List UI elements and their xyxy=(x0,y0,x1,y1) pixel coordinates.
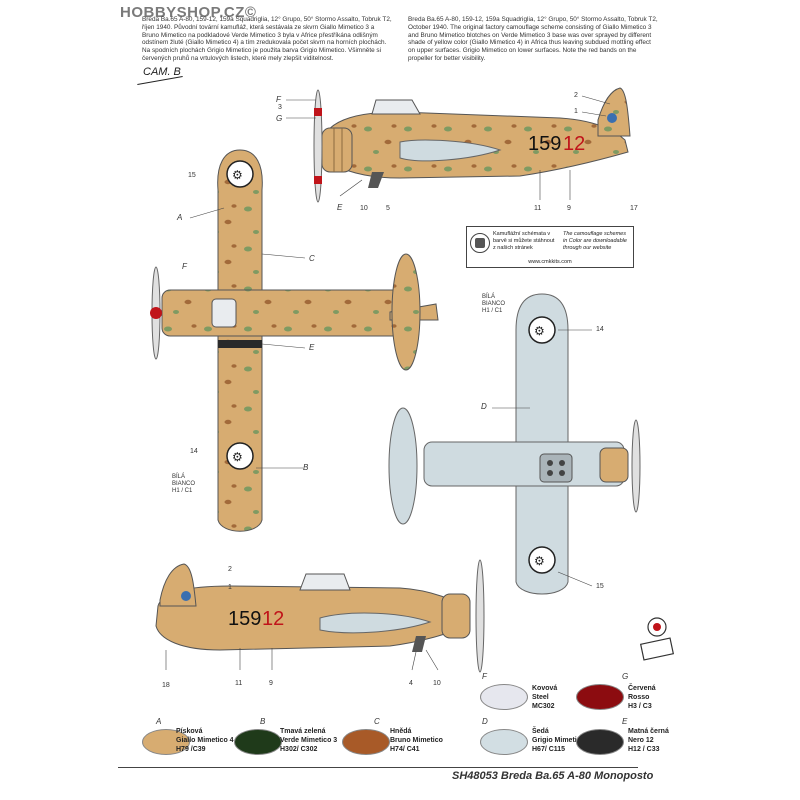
callout-f-upper: F xyxy=(276,95,281,104)
bianco-it-bottom: BIANCO xyxy=(482,301,506,307)
swatch-color xyxy=(234,729,282,755)
swatch-letter: C xyxy=(374,717,380,726)
callout-11-upper: 11 xyxy=(534,205,542,212)
callout-lines xyxy=(165,95,611,671)
callout-a-top: A xyxy=(177,213,183,222)
callout-9-upper: 9 xyxy=(567,205,571,212)
swatch-color xyxy=(576,684,624,710)
bianco-label-top: BÍLÁ BIANCO H1 / C1 xyxy=(172,474,195,495)
callout-f-top: F xyxy=(182,262,187,271)
callout-g-upper: G xyxy=(276,114,283,123)
side-view-upper: 159 12 xyxy=(313,87,631,203)
footer-divider xyxy=(118,767,638,768)
bottom-view: ⚙ ⚙ xyxy=(388,293,641,595)
note-url: www.cmkkits.com xyxy=(528,259,572,265)
swatch-letter: F xyxy=(482,672,487,681)
swatch-letter: A xyxy=(156,717,162,726)
callout-18-lower: 18 xyxy=(162,682,170,689)
callout-10-upper: 10 xyxy=(360,205,368,212)
bianco-code: H1 / C1 xyxy=(172,488,193,494)
camouflage-label: CAM. B xyxy=(143,66,181,78)
swatch-color xyxy=(480,729,528,755)
callout-b-top: B xyxy=(303,463,309,472)
swatch-letter: G xyxy=(622,672,629,681)
callout-3-upper: 3 xyxy=(278,104,282,111)
callout-15-top: 15 xyxy=(188,172,196,179)
bianco-cz-bottom: BÍLÁ xyxy=(482,294,496,300)
download-icon xyxy=(470,233,490,253)
callout-9-lower: 9 xyxy=(269,680,273,687)
callout-1-lower: 1 xyxy=(228,584,232,591)
bianco-code-bottom: H1 / C1 xyxy=(482,308,503,314)
svg-text:⚙: ⚙ xyxy=(232,168,243,182)
bianco-cz: BÍLÁ xyxy=(172,474,186,480)
callout-14-top: 14 xyxy=(190,448,198,455)
side-view-lower: 159 12 xyxy=(155,559,485,673)
callout-11-lower: 11 xyxy=(235,680,243,687)
callout-d-bottom: D xyxy=(481,402,487,411)
swatch-color xyxy=(342,729,390,755)
code-suffix-upper: 12 xyxy=(563,133,585,155)
swatch-color xyxy=(480,684,528,710)
swatch-letter: B xyxy=(260,717,266,726)
callout-4-lower: 4 xyxy=(409,680,413,687)
svg-text:⚙: ⚙ xyxy=(534,554,545,568)
callout-1-upper: 1 xyxy=(574,108,578,115)
callout-17-upper: 17 xyxy=(630,205,638,212)
gunze-logo xyxy=(640,617,674,661)
callout-14-bottom: 14 xyxy=(596,326,604,333)
note-text-en: The camouflage schemes in Color are down… xyxy=(563,231,627,251)
callout-c-top: C xyxy=(309,254,315,263)
code-number-upper: 159 xyxy=(528,133,561,155)
download-note: Kamuflážní schémata v barvě si můžete st… xyxy=(466,226,634,268)
callout-5-upper: 5 xyxy=(386,205,390,212)
watermark: HOBBYSHOP.CZ© xyxy=(120,4,257,21)
code-suffix-lower: 12 xyxy=(262,608,284,630)
callout-15-bottom: 15 xyxy=(596,583,604,590)
swatch-color xyxy=(576,729,624,755)
note-text-cz: Kamuflážní schémata v barvě si můžete st… xyxy=(493,231,555,251)
swatch-color xyxy=(142,729,190,755)
bianco-it: BIANCO xyxy=(172,481,196,487)
callout-e-upper: E xyxy=(337,203,343,212)
callout-e-top: E xyxy=(309,343,315,352)
callout-10-lower: 10 xyxy=(433,680,441,687)
description-english: Breda Ba.65 A-80, 159-12, 159a Squadrigl… xyxy=(408,16,658,62)
swatch-letter: E xyxy=(622,717,628,726)
bianco-label-bottom: BÍLÁ BIANCO H1 / C1 xyxy=(482,294,505,315)
footer-title: SH48053 Breda Ba.65 A-80 Monoposto xyxy=(452,770,654,782)
callout-2-lower: 2 xyxy=(228,566,232,573)
description-czech: Breda Ba.65 A-80, 159-12, 159a Squadrigl… xyxy=(142,16,392,62)
top-view: ⚙ ⚙ xyxy=(150,149,439,532)
svg-text:⚙: ⚙ xyxy=(534,324,545,338)
code-number-lower: 159 xyxy=(228,608,261,630)
svg-text:⚙: ⚙ xyxy=(232,450,243,464)
swatch-letter: D xyxy=(482,717,488,726)
callout-2-upper: 2 xyxy=(574,92,578,99)
